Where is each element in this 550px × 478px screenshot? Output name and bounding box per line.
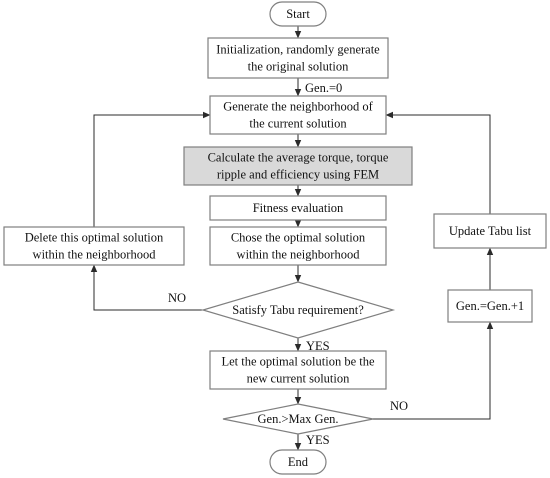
node-update: Update Tabu list xyxy=(433,213,547,249)
node-init-shape xyxy=(207,37,389,79)
edge-label-no_max: NO xyxy=(390,399,408,413)
node-increment: Gen.=Gen.+1 xyxy=(447,289,533,323)
node-chose-text-line: Chose the optimal solution xyxy=(231,231,366,245)
arrow-maxgen-no-to-increment xyxy=(373,321,494,420)
edge-label-yes_tabu: YES xyxy=(306,339,330,353)
node-fitness-shape xyxy=(209,195,387,221)
edge-label-gen0: Gen.=0 xyxy=(305,81,342,95)
node-init-text-line: Initialization, randomly generate xyxy=(216,43,380,57)
node-init: Initialization, randomly generate the ori… xyxy=(207,37,389,79)
node-calculate-shape xyxy=(183,146,413,186)
node-generate-text-line: the current solution xyxy=(249,117,347,131)
node-tabu: Satisfy Tabu requirement? xyxy=(200,281,396,339)
node-update-shape xyxy=(433,213,547,249)
edge-label-yes_max: YES xyxy=(306,433,330,447)
node-end-text-line: End xyxy=(288,455,309,469)
node-chose-shape xyxy=(209,226,387,266)
node-calculate: Calculate the average torque, torque ripp… xyxy=(183,146,413,186)
arrow-delete-to-generate xyxy=(93,111,211,227)
node-init-text-line: the original solution xyxy=(248,60,349,74)
node-start-shape xyxy=(269,1,327,27)
node-let-text-line: Let the optimal solution be the xyxy=(221,355,375,369)
node-update-text-line: Update Tabu list xyxy=(449,224,532,238)
node-calculate-text-line: Calculate the average torque, torque xyxy=(208,151,389,165)
node-let-text-line: new current solution xyxy=(247,372,351,386)
node-maxgen-text-line: Gen.>Max Gen. xyxy=(258,412,339,426)
node-delete-text-line: within the neighborhood xyxy=(33,248,157,262)
node-generate-text-line: Generate the neighborhood of xyxy=(223,100,373,114)
node-increment-shape xyxy=(447,289,533,323)
edge-label-layer: Gen.=0NO YES NO YES xyxy=(168,81,408,447)
node-end: End xyxy=(269,449,327,475)
node-generate-shape xyxy=(209,95,387,135)
arrow-update-to-generate xyxy=(385,111,491,214)
node-delete: Delete this optimal solution within the n… xyxy=(3,226,185,266)
node-let: Let the optimal solution be the new curre… xyxy=(209,350,387,390)
node-maxgen-shape xyxy=(222,403,374,435)
node-delete-shape xyxy=(3,226,185,266)
node-increment-text-line: Gen.=Gen.+1 xyxy=(456,299,524,313)
node-generate: Generate the neighborhood of the current … xyxy=(209,95,387,135)
node-chose-text-line: within the neighborhood xyxy=(237,248,361,262)
node-calculate-text-line: ripple and efficiency using FEM xyxy=(217,168,379,182)
node-maxgen: Gen.>Max Gen. xyxy=(222,403,374,435)
node-chose: Chose the optimal solution within the nei… xyxy=(209,226,387,266)
edge-label-no_tabu: NO xyxy=(168,291,186,305)
node-tabu-shape xyxy=(200,281,396,339)
node-let-shape xyxy=(209,350,387,390)
node-start: Start xyxy=(269,1,327,27)
connector-layer xyxy=(90,26,494,451)
node-fitness-text-line: Fitness evaluation xyxy=(253,201,344,215)
node-end-shape xyxy=(269,449,327,475)
node-start-text-line: Start xyxy=(286,7,310,21)
node-fitness: Fitness evaluation xyxy=(209,195,387,221)
arrow-tabu-no-to-delete xyxy=(90,264,203,311)
node-tabu-text-line: Satisfy Tabu requirement? xyxy=(232,303,364,317)
node-delete-text-line: Delete this optimal solution xyxy=(25,231,164,245)
